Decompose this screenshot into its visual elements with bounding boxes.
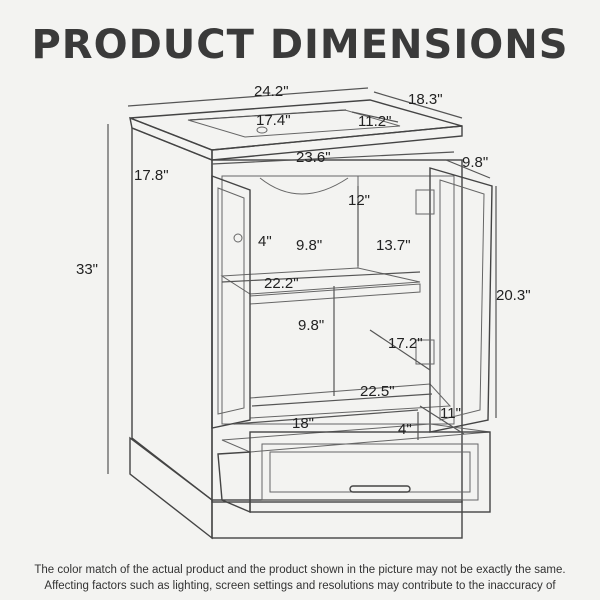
dim-inner-width-top: 23.6"	[296, 149, 331, 166]
dim-shelf-span: 22.2"	[264, 275, 299, 292]
dim-side-depth: 9.8"	[462, 154, 488, 171]
dim-door-height: 20.3"	[496, 287, 531, 304]
dim-depth-total: 18.3"	[408, 91, 443, 108]
dim-shelf-depth: 9.8"	[296, 237, 322, 254]
dim-side-left: 17.8"	[134, 167, 169, 184]
dim-drawer-width: 18"	[292, 415, 314, 432]
dim-lower-height: 9.8"	[298, 317, 324, 334]
cabinet-body	[129, 126, 463, 540]
dim-shelf-gap: 12"	[348, 192, 370, 209]
dim-bottom-width: 22.5"	[360, 383, 395, 400]
dim-shelf-small: 4"	[258, 233, 272, 250]
drawer-handle	[349, 485, 411, 493]
disclaimer-line-1: The color match of the actual product an…	[34, 564, 566, 576]
dim-shelf-width: 13.7"	[376, 237, 411, 254]
disclaimer-line-2: Affecting factors such as lighting, scre…	[44, 580, 556, 592]
page-title: PRODUCT DIMENSIONS	[31, 22, 569, 68]
disclaimer: The color match of the actual product an…	[0, 562, 600, 594]
dim-sink-width: 17.4"	[256, 112, 291, 129]
dimension-labels: 24.2" 18.3" 17.4" 11.2" 23.6" 9.8" 17.8"…	[76, 83, 531, 438]
dim-lower-depth: 17.2"	[388, 335, 423, 352]
dim-drawer-depth: 11"	[440, 405, 461, 422]
dim-drawer-height: 4"	[398, 421, 412, 438]
dim-height-total: 33"	[76, 261, 98, 278]
dim-width-total: 24.2"	[254, 83, 289, 100]
left-door[interactable]	[211, 174, 251, 429]
right-door[interactable]	[415, 167, 493, 433]
drawer[interactable]	[217, 423, 491, 514]
dim-sink-depth: 11.2"	[358, 113, 391, 130]
dimension-lines	[107, 87, 497, 474]
